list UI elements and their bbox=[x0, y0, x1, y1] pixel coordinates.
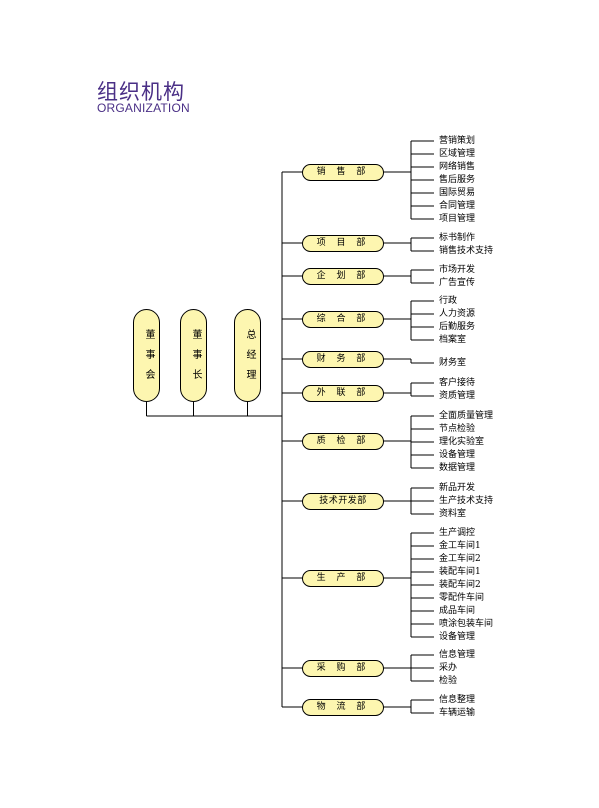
dept-item: 生产调控 bbox=[439, 528, 476, 538]
dept-item: 喷涂包装车间 bbox=[439, 619, 494, 629]
dept-item: 检验 bbox=[439, 676, 458, 686]
dept-item: 国际贸易 bbox=[439, 188, 476, 198]
dept-item: 标书制作 bbox=[439, 233, 476, 243]
dept-node-logistics: 物 流 部 bbox=[302, 698, 384, 716]
dept-item: 人力资源 bbox=[439, 309, 476, 319]
dept-item: 区域管理 bbox=[439, 149, 476, 159]
dept-node-tech: 技术开发部 bbox=[302, 492, 384, 510]
dept-item: 成品车间 bbox=[439, 606, 476, 616]
dept-item: 行政 bbox=[439, 296, 458, 306]
dept-item: 合同管理 bbox=[439, 201, 476, 211]
dept-item: 网络销售 bbox=[439, 162, 476, 172]
dept-node-qc: 质 检 部 bbox=[302, 432, 384, 450]
dept-node-purchase: 采 购 部 bbox=[302, 659, 384, 677]
dept-item: 售后服务 bbox=[439, 175, 476, 185]
leader-node-chairman: 董事长 bbox=[180, 309, 207, 402]
dept-item: 全面质量管理 bbox=[439, 411, 494, 421]
dept-item: 金工车间2 bbox=[439, 554, 481, 564]
dept-item: 采办 bbox=[439, 663, 458, 673]
dept-node-project: 项 目 部 bbox=[302, 234, 384, 252]
dept-item: 资料室 bbox=[439, 509, 467, 519]
dept-item: 设备管理 bbox=[439, 632, 476, 642]
dept-item: 营销策划 bbox=[439, 136, 476, 146]
dept-item: 节点检验 bbox=[439, 424, 476, 434]
dept-node-finance: 财 务 部 bbox=[302, 350, 384, 368]
dept-item: 设备管理 bbox=[439, 450, 476, 460]
dept-item: 新品开发 bbox=[439, 483, 476, 493]
dept-item: 市场开发 bbox=[439, 265, 476, 275]
dept-node-liaison: 外 联 部 bbox=[302, 384, 384, 402]
dept-item: 金工车间1 bbox=[439, 541, 481, 551]
dept-item: 零配件车间 bbox=[439, 593, 485, 603]
dept-item: 后勤服务 bbox=[439, 322, 476, 332]
dept-item: 数据管理 bbox=[439, 463, 476, 473]
page-subtitle: ORGANIZATION bbox=[97, 101, 190, 115]
dept-item: 财务室 bbox=[439, 358, 467, 368]
dept-node-production: 生 产 部 bbox=[302, 569, 384, 587]
dept-item: 档案室 bbox=[439, 335, 467, 345]
dept-item: 理化实验室 bbox=[439, 437, 485, 447]
dept-item: 生产技术支持 bbox=[439, 496, 494, 506]
dept-item: 销售技术支持 bbox=[439, 246, 494, 256]
dept-item: 资质管理 bbox=[439, 391, 476, 401]
dept-item: 信息整理 bbox=[439, 695, 476, 705]
dept-item: 装配车间2 bbox=[439, 580, 481, 590]
dept-item: 装配车间1 bbox=[439, 567, 481, 577]
dept-item: 项目管理 bbox=[439, 214, 476, 224]
dept-item: 车辆运输 bbox=[439, 708, 476, 718]
dept-node-planning: 企 划 部 bbox=[302, 267, 384, 285]
dept-node-sales: 销 售 部 bbox=[302, 163, 384, 181]
leader-node-board: 董事会 bbox=[133, 309, 160, 402]
leader-node-gm: 总经理 bbox=[234, 309, 261, 402]
dept-item: 客户接待 bbox=[439, 378, 476, 388]
dept-node-general: 综 合 部 bbox=[302, 310, 384, 328]
page-title: 组织机构 bbox=[97, 80, 185, 104]
dept-item: 广告宣传 bbox=[439, 278, 476, 288]
dept-item: 信息管理 bbox=[439, 650, 476, 660]
